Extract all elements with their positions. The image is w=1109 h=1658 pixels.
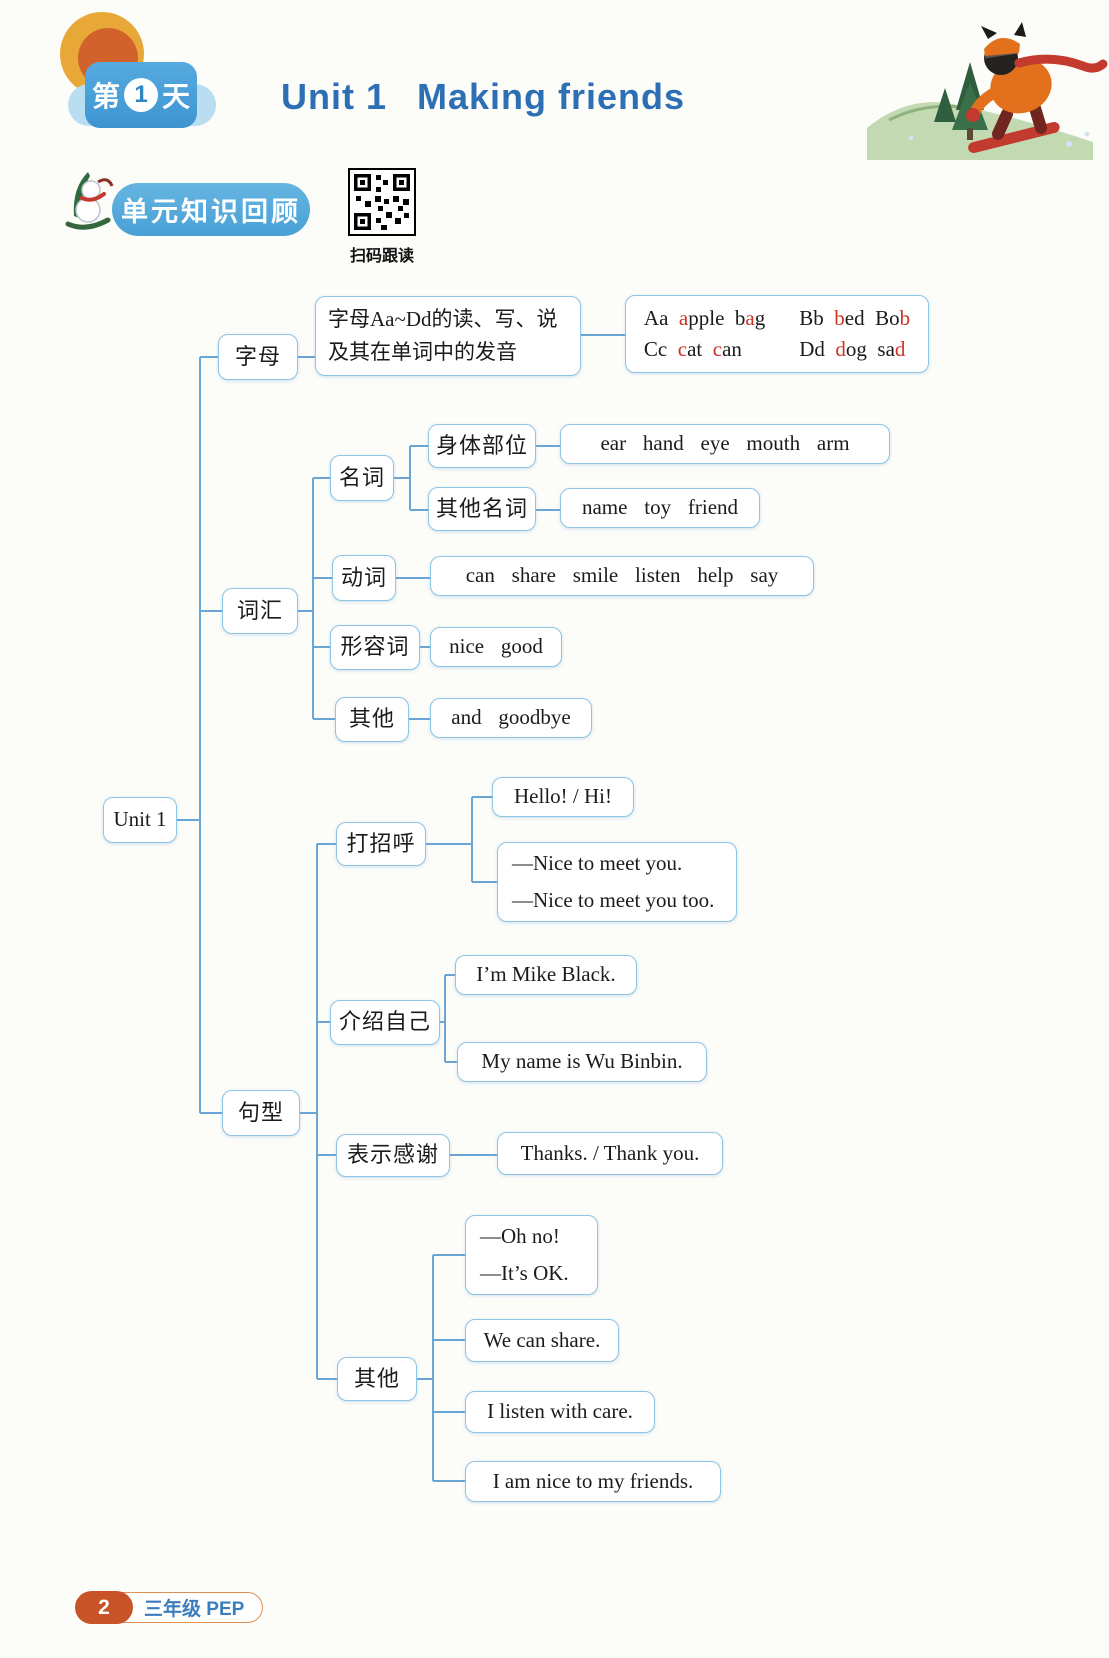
day-badge-suffix: 天 xyxy=(162,81,191,112)
qr-code xyxy=(348,168,416,236)
node-greeting: 打招呼 xyxy=(336,822,426,866)
footer-edition: 三年级 PEP xyxy=(109,1592,264,1623)
node-introduce-ex2: My name is Wu Binbin. xyxy=(457,1042,707,1082)
node-other-ex4: I am nice to my friends. xyxy=(465,1461,721,1502)
page-footer: 2 三年级 PEP xyxy=(75,1591,264,1624)
node-other-noun-words: name toy friend xyxy=(560,488,760,528)
day-number: 1 xyxy=(124,78,158,112)
node-other-nouns: 其他名词 xyxy=(428,487,536,531)
node-body-parts: 身体部位 xyxy=(428,424,536,468)
phonics-cc: Cc cat can xyxy=(643,337,742,361)
node-body-words: ear hand eye mouth arm xyxy=(560,424,890,464)
node-noun: 名词 xyxy=(330,455,394,501)
letters-desc-line1: 字母Aa~Dd的读、写、说 xyxy=(328,306,558,331)
node-thanks-ex1: Thanks. / Thank you. xyxy=(497,1132,723,1175)
snowboarder-illustration xyxy=(867,22,1108,160)
node-other-ex3: I listen with care. xyxy=(465,1391,655,1433)
unit-name: Making friends xyxy=(417,76,686,117)
node-adjective: 形容词 xyxy=(330,625,420,670)
footer-page-number: 2 xyxy=(75,1591,133,1624)
node-vocab-other-words: and goodbye xyxy=(430,698,592,738)
node-introduce: 介绍自己 xyxy=(330,1000,440,1045)
node-greeting-ex2: —Nice to meet you. —Nice to meet you too… xyxy=(497,842,737,922)
section-badge: 单元知识回顾 xyxy=(112,183,310,236)
phonics-bb: Bb bed Bob xyxy=(799,305,911,330)
snowman-icon xyxy=(65,172,114,230)
node-thanks: 表示感谢 xyxy=(336,1134,450,1177)
node-sentence-other: 其他 xyxy=(337,1357,417,1401)
node-letters: 字母 xyxy=(218,334,298,380)
phonics-dd: Dd dog sad xyxy=(799,337,906,361)
greeting-ex2-line1: —Nice to meet you. xyxy=(512,851,683,876)
node-vocab: 词汇 xyxy=(222,588,298,634)
other-ex1-line1: —Oh no! xyxy=(480,1224,560,1249)
node-root: Unit 1 xyxy=(103,797,177,843)
node-verb-words: can share smile listen help say xyxy=(430,556,814,596)
day-badge: 第 1 天 xyxy=(85,62,197,128)
node-vocab-other: 其他 xyxy=(335,697,409,742)
greeting-ex2-line2: —Nice to meet you too. xyxy=(512,887,715,912)
day-badge-prefix: 第 xyxy=(91,81,120,112)
page-title: Unit 1 Making friends xyxy=(281,76,685,118)
node-sentences: 句型 xyxy=(222,1090,300,1136)
node-letters-desc: 字母Aa~Dd的读、写、说 及其在单词中的发音 xyxy=(315,296,581,376)
letters-desc-line2: 及其在单词中的发音 xyxy=(328,340,517,364)
node-phonics: Aa apple bag Bb bed Bob Cc cat can Dd do… xyxy=(625,295,929,373)
node-other-ex2: We can share. xyxy=(465,1319,619,1362)
unit-number: Unit 1 xyxy=(281,76,388,117)
node-introduce-ex1: I’m Mike Black. xyxy=(455,955,637,995)
node-verb: 动词 xyxy=(332,555,396,601)
phonics-aa: Aa apple bag xyxy=(643,305,766,330)
node-greeting-ex1: Hello! / Hi! xyxy=(492,777,634,817)
other-ex1-line2: —It’s OK. xyxy=(480,1260,569,1285)
qr-caption: 扫码跟读 xyxy=(349,248,414,265)
node-adj-words: nice good xyxy=(430,627,562,667)
node-other-ex1: —Oh no! —It’s OK. xyxy=(465,1215,598,1295)
